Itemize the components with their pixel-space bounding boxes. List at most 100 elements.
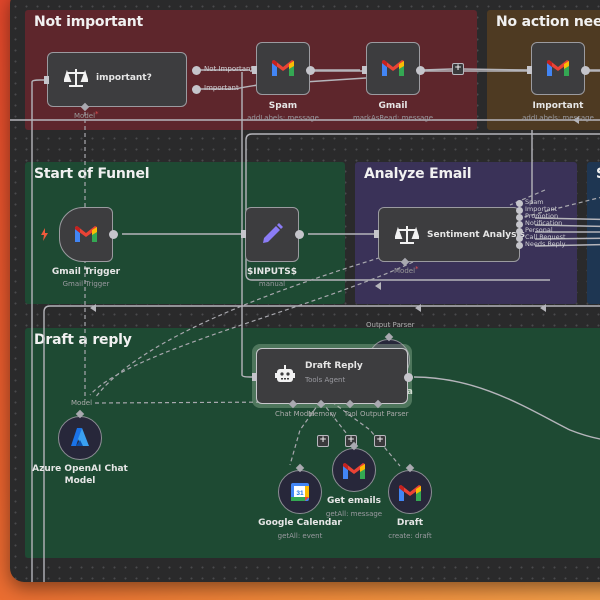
output-port-important[interactable] — [516, 207, 523, 214]
output-label: Important — [525, 205, 558, 213]
wire-model-sentiment — [89, 261, 414, 396]
output-label: Spam — [525, 198, 544, 206]
wire-sentiment-loop — [245, 133, 600, 281]
wire-model-right — [94, 196, 600, 399]
input-port[interactable] — [527, 66, 532, 74]
node-subtitle: Gmail Trigger — [62, 280, 110, 288]
output-port[interactable] — [416, 66, 425, 75]
output-port[interactable] — [306, 66, 315, 75]
node-title: Spam — [268, 101, 298, 111]
node-title: Get emails — [326, 496, 382, 506]
node-title: Draft Reply — [305, 361, 363, 371]
node-google-calendar[interactable] — [278, 470, 322, 514]
sticky-right-partial[interactable]: S — [587, 162, 600, 304]
gmail-icon — [272, 60, 294, 80]
port-label: Output Parser — [360, 410, 409, 418]
output-label: Personal — [525, 226, 553, 234]
output-label: Notification — [525, 219, 563, 227]
input-port[interactable] — [252, 66, 257, 74]
output-port[interactable] — [581, 66, 590, 75]
node-subtitle: Tools Agent — [305, 376, 346, 384]
wire-bottom-return — [43, 305, 600, 582]
input-port[interactable] — [374, 230, 379, 238]
node-subtitle: getAll: event — [277, 532, 323, 540]
sticky-title: S — [596, 166, 600, 182]
sticky-title: Draft a reply — [34, 332, 132, 348]
output-port[interactable] — [404, 373, 413, 382]
node-draft-reply[interactable]: Draft Reply Tools Agent — [256, 348, 408, 404]
sticky-title: No action needed — [496, 14, 600, 30]
node-title: Important — [532, 101, 584, 111]
pencil-icon — [260, 222, 284, 250]
output-port-call-request[interactable] — [516, 235, 523, 242]
node-title: Gmail — [378, 101, 408, 111]
calendar-day: 31 — [296, 490, 304, 497]
node-subtitle: markAsRead: message — [352, 114, 434, 122]
node-important-check[interactable]: important? — [47, 52, 187, 107]
wire-loop-into-important — [31, 79, 50, 582]
node-title: important? — [96, 73, 152, 83]
port-label: Tool — [344, 410, 358, 418]
lightning-icon — [40, 226, 49, 245]
required-marker: * — [95, 110, 99, 118]
input-port[interactable] — [241, 230, 246, 238]
output-port-promotion[interactable] — [516, 214, 523, 221]
node-sentiment-analysis[interactable]: Sentiment Analysis — [378, 207, 525, 262]
output-label: Promotion — [525, 212, 559, 220]
node-title-line2: Model — [64, 476, 96, 486]
wire-important-important — [196, 84, 259, 90]
gmail-icon — [343, 463, 365, 483]
gmail-icon — [75, 226, 97, 246]
node-subtitle: addLabels: message — [522, 114, 594, 122]
workflow-canvas[interactable]: Not important No action needed Start of … — [10, 0, 600, 582]
input-port[interactable] — [44, 76, 49, 84]
output-label: Not Important — [204, 65, 254, 73]
node-title: $INPUTS$ — [247, 267, 297, 277]
sticky-title: Start of Funnel — [34, 166, 150, 182]
output-port-notification[interactable] — [516, 221, 523, 228]
sticky-title: Analyze Email — [364, 166, 472, 182]
output-port-needs-reply[interactable] — [516, 242, 523, 249]
add-node-button[interactable]: + — [452, 63, 464, 75]
input-port[interactable] — [362, 66, 367, 74]
output-label: Important — [204, 84, 239, 92]
output-parser-top-port: Output Parser — [366, 321, 415, 329]
wire-plus-important — [461, 68, 531, 71]
model-port-label: Model — [74, 112, 96, 120]
wire-gmail-plus — [421, 68, 453, 71]
input-port[interactable] — [252, 373, 257, 381]
output-port-important[interactable] — [192, 85, 201, 94]
scale-icon — [63, 67, 89, 93]
output-label: Needs Reply — [525, 240, 566, 248]
port-label: Memory — [308, 410, 337, 418]
model-port-label: Model — [394, 267, 416, 275]
scale-icon — [394, 224, 420, 250]
output-port-spam[interactable] — [516, 200, 523, 207]
azure-icon — [70, 427, 90, 451]
required-marker: * — [415, 265, 419, 273]
gmail-icon — [547, 60, 569, 80]
node-title: Azure OpenAI Chat — [32, 464, 128, 474]
node-title: Draft — [396, 518, 424, 528]
output-port-personal[interactable] — [516, 228, 523, 235]
sticky-title: Not important — [34, 14, 144, 30]
node-title: Sentiment Analysis — [427, 230, 525, 240]
wire-vertical-spam — [241, 72, 260, 378]
node-title: Gmail Trigger — [51, 267, 121, 277]
node-subtitle: create: draft — [388, 532, 432, 540]
output-label: Call Request — [525, 233, 566, 241]
node-title: Google Calendar — [258, 518, 342, 528]
connections-layer — [10, 68, 600, 582]
google-calendar-icon: 31 — [291, 483, 309, 505]
output-port[interactable] — [295, 230, 304, 239]
add-chat-model-button[interactable]: + — [317, 435, 329, 447]
output-port-not-important[interactable] — [192, 66, 201, 75]
output-port[interactable] — [109, 230, 118, 239]
gmail-icon — [382, 60, 404, 80]
wire-draft-out — [413, 376, 600, 440]
gmail-icon — [399, 485, 421, 505]
node-subtitle: manual — [258, 280, 286, 288]
add-output-parser-button[interactable]: + — [374, 435, 386, 447]
model-port-label: Model — [71, 399, 93, 407]
node-subtitle: getAll: message — [325, 510, 383, 518]
